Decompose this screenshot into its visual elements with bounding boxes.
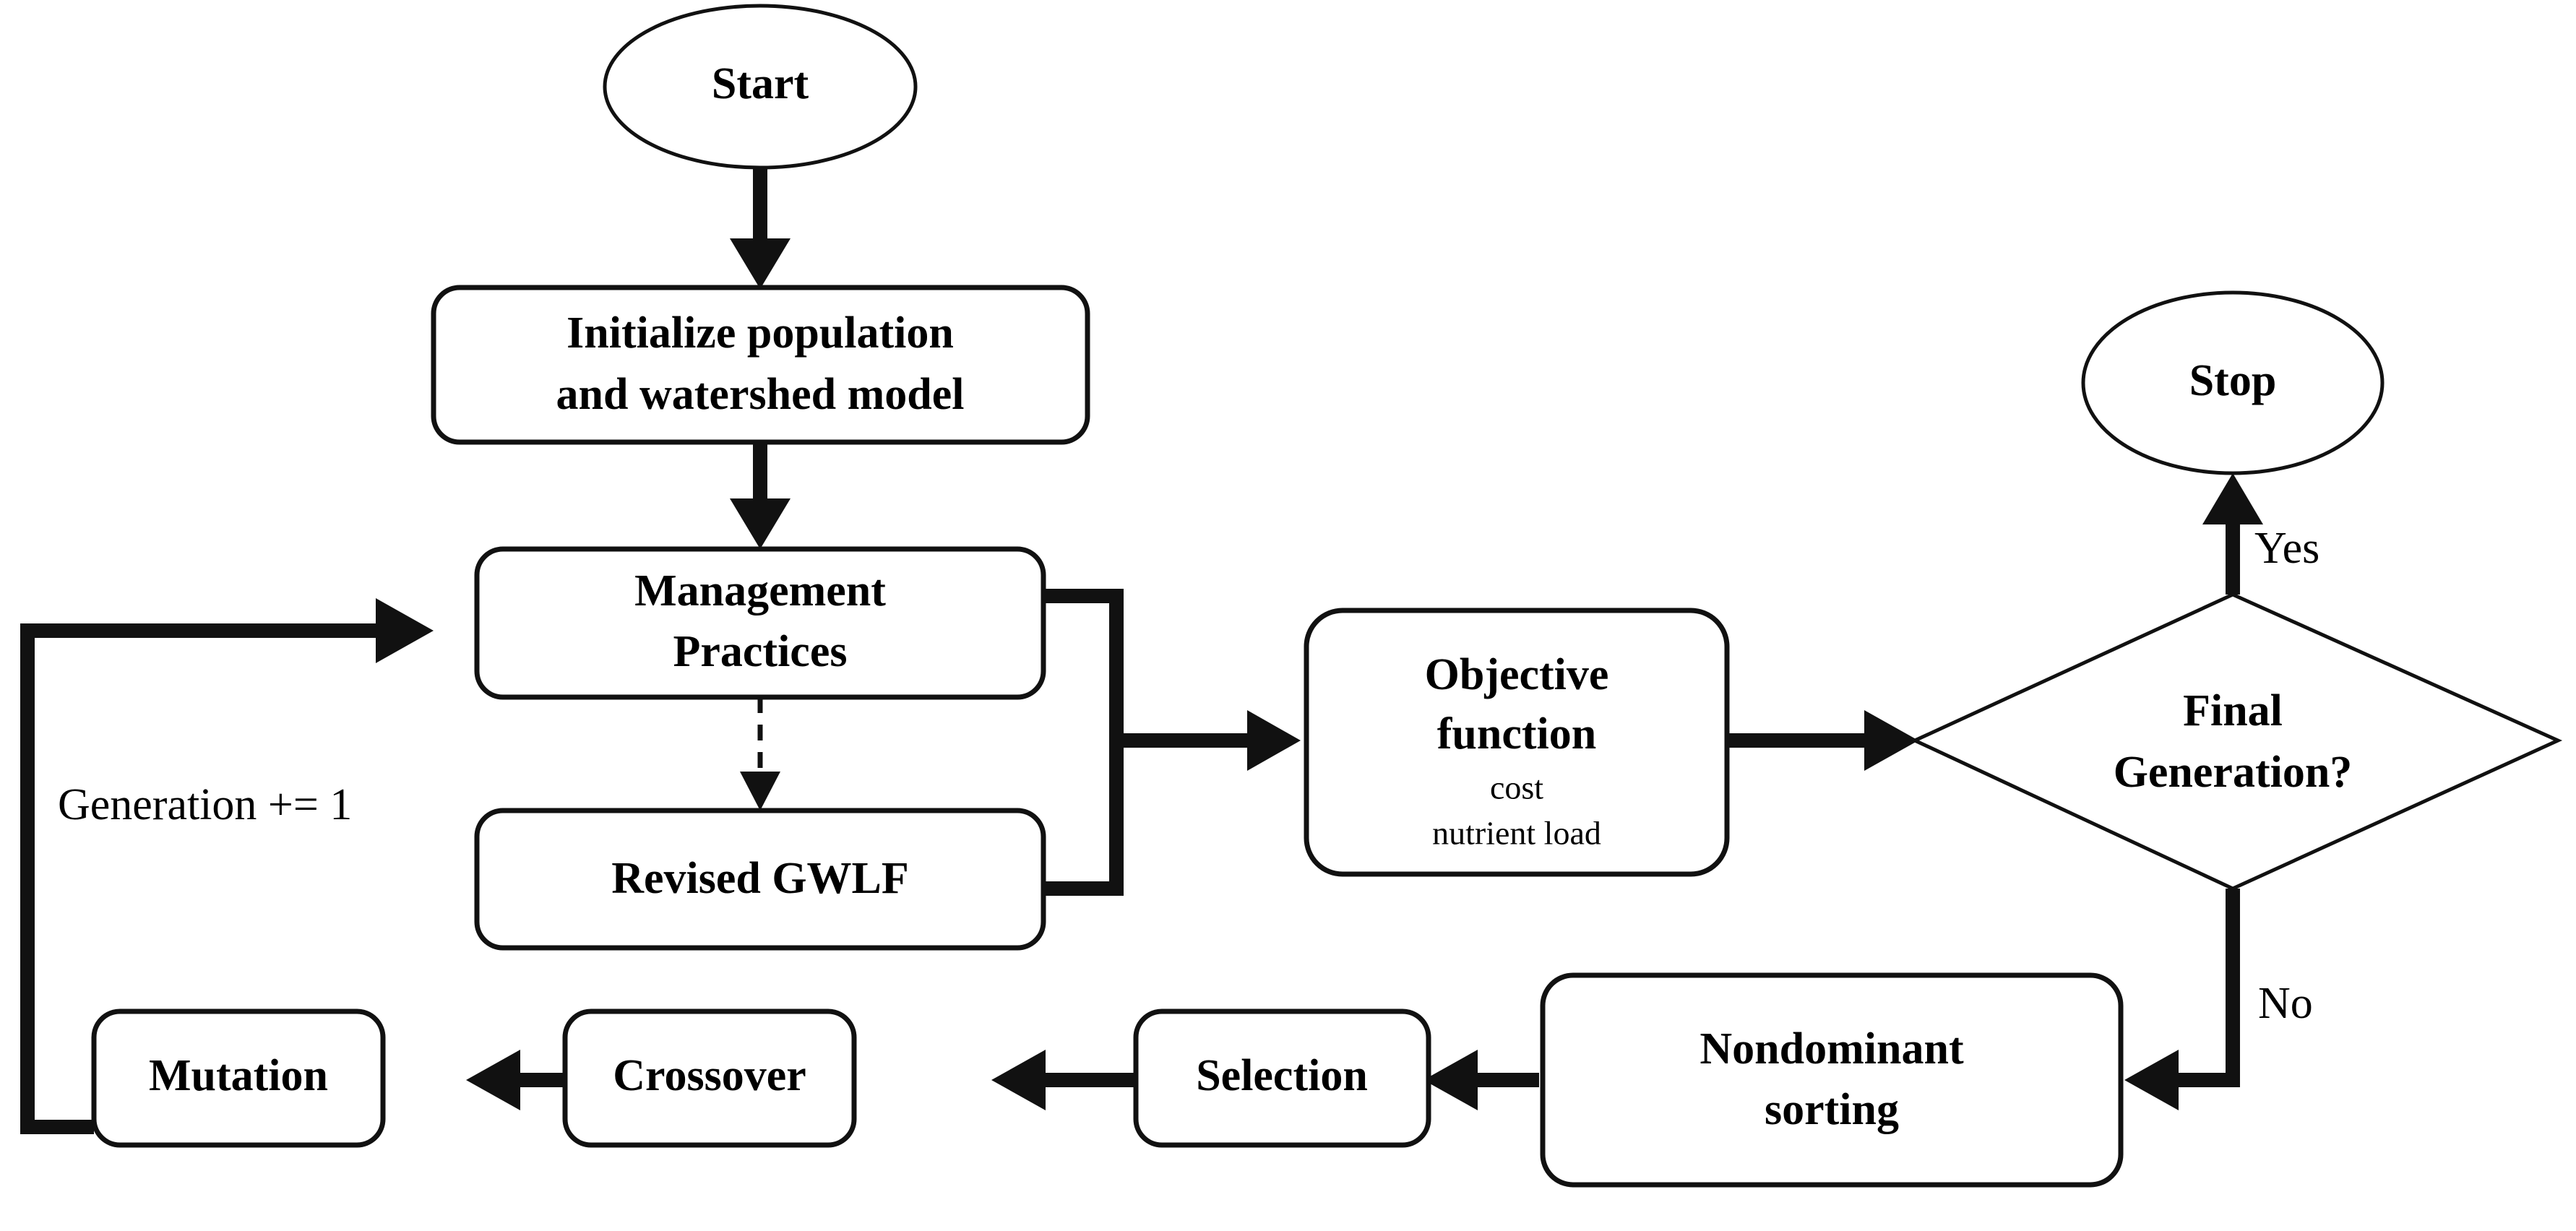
node-revised-gwlf-label: Revised GWLF bbox=[611, 854, 909, 903]
node-management-practices[interactable] bbox=[474, 546, 1046, 700]
node-nondominant-sorting[interactable] bbox=[1540, 972, 2124, 1188]
node-selection[interactable] bbox=[1133, 1008, 1431, 1148]
node-mutation[interactable] bbox=[91, 1008, 386, 1148]
edge-selection-to-crossover bbox=[991, 1050, 1134, 1110]
edge-label-yes: Yes bbox=[2254, 524, 2319, 573]
node-final-generation-label-line2: Generation? bbox=[2114, 748, 2353, 797]
node-objective-function-label-line1: Objective bbox=[1425, 650, 1609, 699]
node-final-generation-decision[interactable] bbox=[1911, 592, 2563, 891]
node-selection-label: Selection bbox=[1196, 1051, 1368, 1100]
edge-start-to-initialize bbox=[730, 168, 791, 289]
edge-gwlf-to-merge bbox=[1043, 740, 1124, 896]
node-revised-gwlf[interactable] bbox=[474, 808, 1046, 951]
node-stop-label: Stop bbox=[2189, 356, 2277, 405]
node-objective-function-label-line2: function bbox=[1437, 709, 1596, 759]
edge-management-to-merge bbox=[1043, 589, 1124, 740]
node-initialize-label-line2: and watershed model bbox=[556, 370, 965, 419]
node-management-practices-label-line1: Management bbox=[634, 566, 886, 616]
edge-merge-to-objective bbox=[1116, 710, 1301, 771]
node-mutation-label: Mutation bbox=[149, 1051, 328, 1100]
node-final-generation-label-line1: Final bbox=[2183, 686, 2283, 735]
node-objective-function-sub-cost: cost bbox=[1490, 769, 1543, 806]
edge-label-no: No bbox=[2258, 979, 2313, 1028]
edge-initialize-to-management bbox=[730, 442, 791, 549]
node-initialize[interactable] bbox=[431, 285, 1090, 445]
edge-nondominant-to-selection bbox=[1423, 1050, 1539, 1110]
node-management-practices-label-line2: Practices bbox=[673, 627, 848, 676]
edge-label-generation-increment: Generation += 1 bbox=[58, 780, 352, 829]
node-crossover-label: Crossover bbox=[613, 1051, 806, 1100]
node-start-label: Start bbox=[712, 59, 809, 108]
node-start[interactable] bbox=[603, 4, 918, 170]
node-objective-function[interactable] bbox=[1304, 608, 1730, 877]
edge-objective-to-decision bbox=[1727, 710, 1918, 771]
edge-mutation-to-management-loopback bbox=[20, 598, 434, 1134]
edge-crossover-to-mutation bbox=[466, 1050, 564, 1110]
node-nondominant-sorting-label-line1: Nondominant bbox=[1700, 1024, 1964, 1074]
node-crossover[interactable] bbox=[562, 1008, 857, 1148]
node-initialize-label-line1: Initialize population bbox=[567, 308, 954, 358]
edge-management-to-gwlf-dashed bbox=[740, 697, 780, 811]
edge-decision-to-nondominant-no bbox=[2124, 889, 2240, 1110]
node-nondominant-sorting-label-line2: sorting bbox=[1765, 1085, 1899, 1134]
edge-decision-to-stop-yes bbox=[2202, 473, 2263, 595]
node-stop[interactable] bbox=[2081, 290, 2385, 475]
node-objective-function-sub-nutrient-load: nutrient load bbox=[1432, 815, 1601, 852]
